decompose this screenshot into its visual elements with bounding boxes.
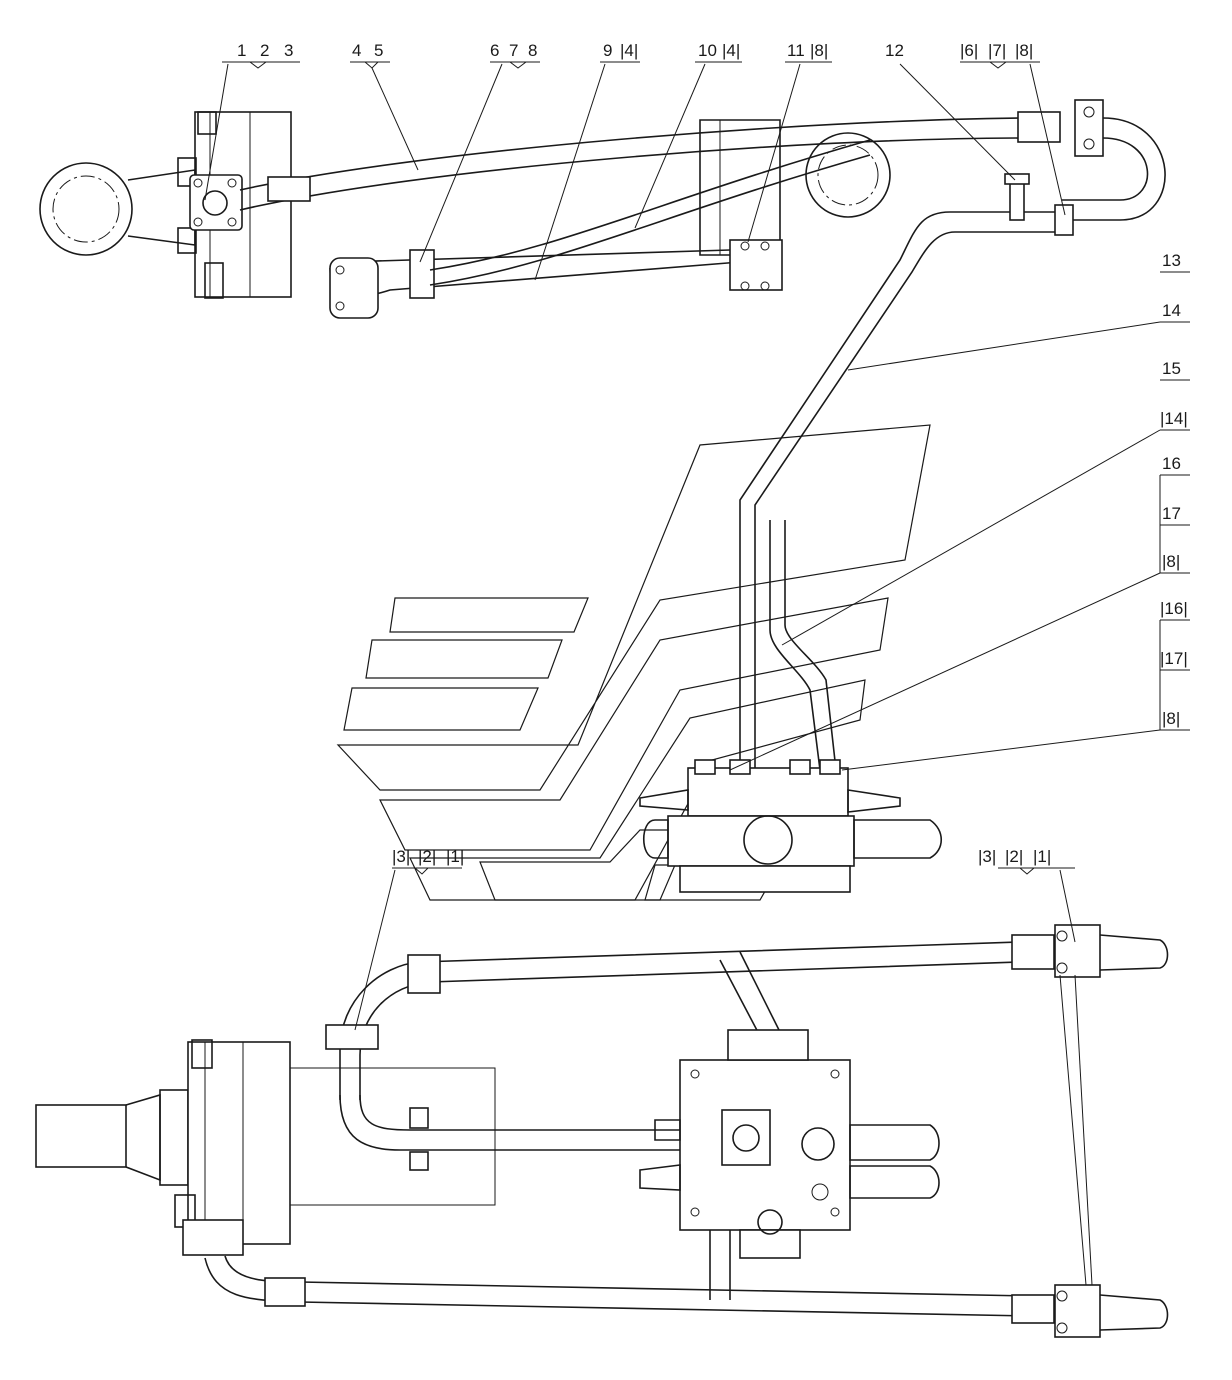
callout-17-ref: |17| xyxy=(1160,649,1188,668)
callout-11: 11 xyxy=(787,41,805,60)
control-valve-front-view xyxy=(639,759,943,893)
callout-8-ref-c: |8| xyxy=(1162,709,1180,728)
callout-1: 1 xyxy=(237,41,246,60)
callout-16-ref: |16| xyxy=(1160,599,1188,618)
callout-6: 6 xyxy=(490,41,499,60)
callout-17: 17 xyxy=(1162,504,1181,523)
callout-16: 16 xyxy=(1162,454,1181,473)
callout-11-ref: |8| xyxy=(810,41,828,60)
callout-7: 7 xyxy=(509,41,518,60)
callout-14-ref: |14| xyxy=(1160,409,1188,428)
watermark-logo xyxy=(336,424,931,901)
callout-labels: 1 2 3 4 5 6 7 8 9 |4| 10 |4| 11 |8| 12 |… xyxy=(237,41,1188,866)
callout-5: 5 xyxy=(374,41,383,60)
leader-lines xyxy=(204,61,1190,1031)
callout-3-ref-bottom-right: |3| xyxy=(978,847,996,866)
callout-1-ref-bottom: |1| xyxy=(446,847,464,866)
callout-4: 4 xyxy=(352,41,361,60)
callout-8-ref-b: |8| xyxy=(1162,552,1180,571)
callout-12: 12 xyxy=(885,41,904,60)
top-view xyxy=(39,99,1166,771)
callout-8: 8 xyxy=(528,41,537,60)
bottom-view xyxy=(35,924,1169,1338)
callout-9-ref: |4| xyxy=(620,41,638,60)
callout-10-ref: |4| xyxy=(722,41,740,60)
callout-13: 13 xyxy=(1162,251,1181,270)
callout-8-ref: |8| xyxy=(1015,41,1033,60)
callout-14: 14 xyxy=(1162,301,1181,320)
callout-7-ref: |7| xyxy=(988,41,1006,60)
callout-3-ref-bottom: |3| xyxy=(392,847,410,866)
callout-2-ref-bottom-right: |2| xyxy=(1005,847,1023,866)
callout-9: 9 xyxy=(603,41,612,60)
callout-1-ref-bottom-right: |1| xyxy=(1033,847,1051,866)
callout-3: 3 xyxy=(284,41,293,60)
callout-2: 2 xyxy=(260,41,269,60)
callout-2-ref-bottom: |2| xyxy=(418,847,436,866)
callout-15: 15 xyxy=(1162,359,1181,378)
callout-10: 10 xyxy=(698,41,717,60)
callout-6-ref: |6| xyxy=(960,41,978,60)
